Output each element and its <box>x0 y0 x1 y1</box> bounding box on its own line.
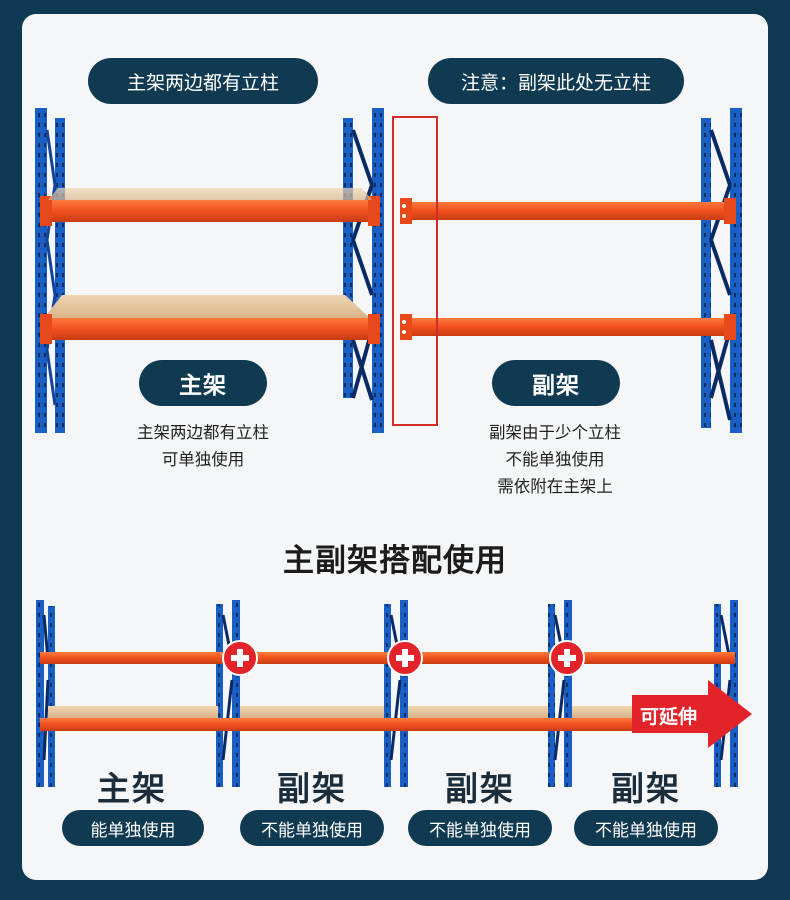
main-rack-label-pill: 主架 <box>139 360 267 406</box>
main-rack-header: 主架两边都有立柱 <box>126 71 279 94</box>
unit-note-pill-1: 能单独使用 <box>62 810 204 846</box>
plus-badge-3 <box>549 640 585 676</box>
sub-rack-label-pill: 副架 <box>492 360 620 406</box>
unit-note-pill-3: 不能单独使用 <box>408 810 552 846</box>
main-rack-label: 主架 <box>179 373 227 399</box>
sub-rack-note: 注意：副架此处无立柱 <box>460 71 651 94</box>
unit-label-3: 副架 <box>445 769 515 808</box>
main-rack-header-pill: 主架两边都有立柱 <box>88 58 318 104</box>
main-rack-drawing <box>35 108 384 433</box>
sub-rack-drawing <box>400 108 742 433</box>
unit-label-4: 副架 <box>611 769 681 808</box>
section-title: 主副架搭配使用 <box>283 543 507 579</box>
missing-upright-highlight <box>392 116 438 426</box>
combined-rack-drawing <box>36 600 738 787</box>
unit-note-4: 不能单独使用 <box>595 820 697 841</box>
main-desc-line-2: 可单独使用 <box>161 450 245 469</box>
sub-desc-line-2: 不能单独使用 <box>505 450 605 469</box>
unit-note-pill-4: 不能单独使用 <box>574 810 718 846</box>
unit-label-1: 主架 <box>97 769 167 808</box>
plus-badge-2 <box>387 640 423 676</box>
extend-arrow-icon <box>632 680 752 748</box>
sub-rack-note-pill: 注意：副架此处无立柱 <box>428 58 684 104</box>
sub-desc-line-1: 副架由于少个立柱 <box>489 423 621 442</box>
unit-note-2: 不能单独使用 <box>261 820 363 841</box>
unit-label-2: 副架 <box>277 769 347 808</box>
sub-rack-label: 副架 <box>532 373 580 399</box>
unit-note-pill-2: 不能单独使用 <box>240 810 384 846</box>
extend-label: 可延伸 <box>640 706 698 728</box>
unit-note-3: 不能单独使用 <box>429 820 531 841</box>
main-desc-line-1: 主架两边都有立柱 <box>137 423 269 442</box>
plus-badge-1 <box>222 640 258 676</box>
main-rack-description: 主架两边都有立柱 可单独使用 <box>103 419 303 473</box>
sub-desc-line-3: 需依附在主架上 <box>497 477 613 496</box>
unit-note-1: 能单独使用 <box>90 820 176 841</box>
sub-rack-description: 副架由于少个立柱 不能单独使用 需依附在主架上 <box>455 419 655 500</box>
